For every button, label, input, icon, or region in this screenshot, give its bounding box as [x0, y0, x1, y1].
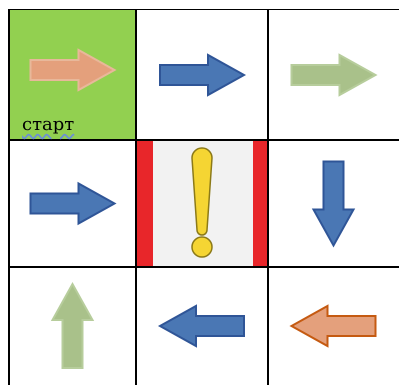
exclamation-dot	[191, 236, 213, 258]
arrow-right-icon	[29, 48, 117, 92]
start-label: старт	[22, 114, 75, 135]
arrow-up-icon	[50, 281, 95, 369]
grid-line-left	[8, 9, 10, 385]
cell-r3c3	[268, 267, 399, 385]
arrow-right-icon	[290, 53, 378, 97]
exclamation-icon	[137, 140, 268, 267]
grid-line-col-2	[267, 9, 269, 385]
exclamation-bar	[191, 147, 213, 236]
arrow-right-icon	[159, 53, 247, 97]
warning-border-right	[253, 140, 268, 267]
start-arrow-icon	[29, 48, 117, 92]
arrow-down-icon	[311, 160, 356, 248]
grid-line-col-1	[135, 9, 137, 385]
cell-r2c2	[136, 140, 268, 267]
cell-r2c3	[268, 140, 399, 267]
warning-border-left	[137, 140, 153, 267]
arrow-left-icon	[157, 304, 245, 348]
arrow-right-icon	[29, 181, 117, 226]
arrow-right-icon	[159, 53, 247, 97]
cell-r1c1	[9, 10, 136, 140]
arrow-left-icon	[289, 304, 377, 348]
arrow-right-icon	[290, 53, 378, 97]
cell-r1c3	[268, 10, 399, 140]
grid-line-row-1	[9, 139, 399, 141]
grid-line-top	[9, 9, 399, 10]
cell-r3c2	[136, 267, 268, 385]
arrow-down-icon	[311, 160, 356, 248]
arrow-left-icon	[289, 304, 377, 348]
grid-line-row-2	[9, 266, 399, 268]
arrow-up-icon	[50, 281, 95, 369]
cell-r2c1	[9, 140, 136, 267]
cell-r3c1	[9, 267, 136, 385]
arrow-left-icon	[157, 304, 245, 348]
arrow-right-icon	[29, 181, 117, 226]
cell-r1c2	[136, 10, 268, 140]
